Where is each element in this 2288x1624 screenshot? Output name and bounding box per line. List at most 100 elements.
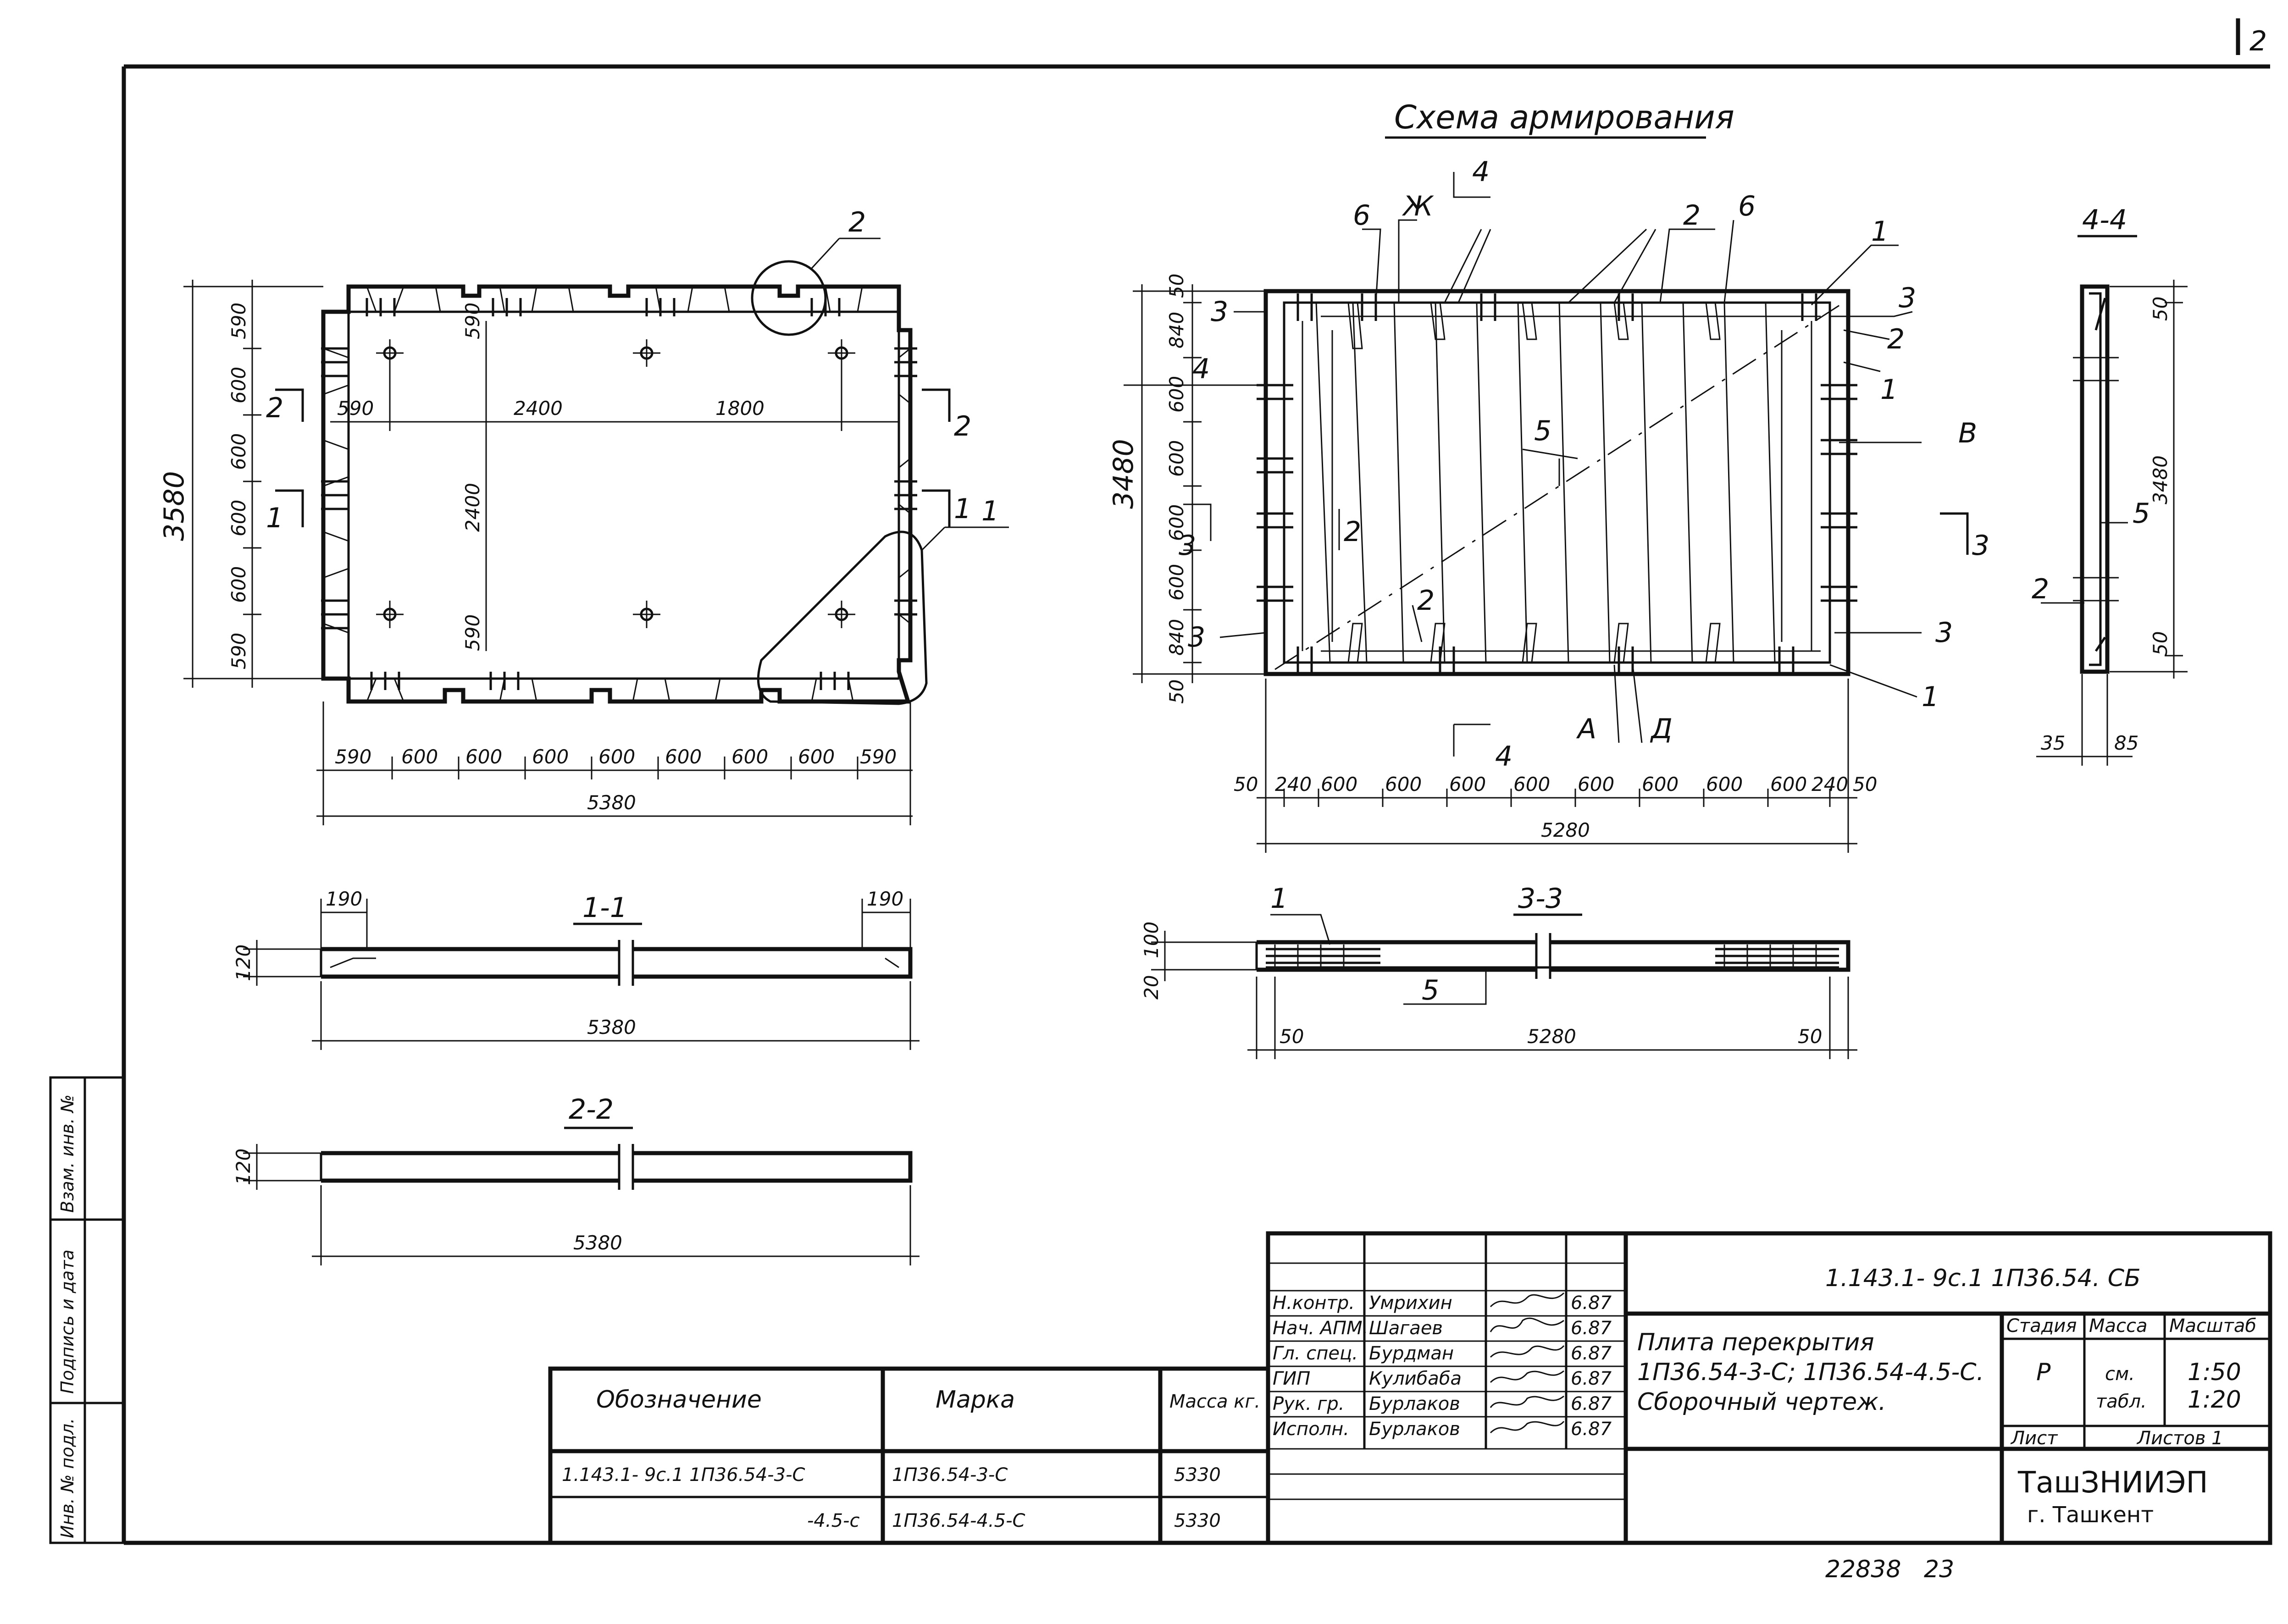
s44-dim-bottom: 50 bbox=[2149, 631, 2172, 656]
title-stage-header: Стадия bbox=[2006, 1315, 2077, 1337]
armature-title: Схема армирования bbox=[1394, 99, 1734, 136]
armature-scheme: Схема армирования 1 2 3 bbox=[1108, 99, 1989, 853]
plan-dim-inner-3: 2400 bbox=[461, 483, 484, 532]
plan-overall-height: 3580 bbox=[158, 471, 190, 541]
plan-seg-3: 600 bbox=[532, 746, 569, 768]
arm-mark-1c: 1 bbox=[1922, 681, 1939, 713]
plan-cut-2-left: 2 bbox=[266, 392, 283, 424]
s44-dim-top: 50 bbox=[2149, 297, 2172, 321]
arm-mark-2c: 2 bbox=[1417, 585, 1435, 617]
arm-mark-zh: Ж bbox=[1402, 190, 1434, 222]
armature-edge-details bbox=[1257, 293, 1857, 674]
arm-seg-4: 600 bbox=[1449, 773, 1486, 795]
spec-header-designation: Обозначение bbox=[596, 1386, 762, 1414]
arm-mark-3b: 3 bbox=[1188, 621, 1205, 653]
title-desc-0: Плита перекрытия bbox=[1637, 1329, 1874, 1356]
plan-seg-6: 600 bbox=[731, 746, 768, 768]
arm-mark-2d: 2 bbox=[1887, 323, 1905, 355]
arm-seg-0: 50 bbox=[1234, 773, 1258, 795]
plan-lseg-0: 590 bbox=[227, 303, 250, 339]
plan-lseg-5: 590 bbox=[227, 633, 250, 669]
sig-name-1: Шагаев bbox=[1369, 1318, 1443, 1339]
arm-mark-3: 3 bbox=[1899, 282, 1916, 314]
stamp-inv-podl: Инв. № подл. bbox=[57, 1418, 78, 1538]
s22-length: 5380 bbox=[573, 1232, 622, 1254]
stamp-signature-date: Подпись и дата bbox=[57, 1249, 78, 1394]
title-mass-header: Масса bbox=[2089, 1315, 2148, 1337]
plan-callout-detail-1: 1 bbox=[981, 495, 999, 527]
title-sheets-label: Листов 1 bbox=[2136, 1428, 2223, 1449]
sig-date-5: 6.87 bbox=[1571, 1419, 1612, 1440]
arm-mark-1b: 1 bbox=[1880, 374, 1898, 406]
sig-role-5: Исполн. bbox=[1273, 1419, 1349, 1440]
title-desc-1: 1П36.54-3-С; 1П36.54-4.5-С. bbox=[1637, 1359, 1984, 1386]
signature-scribbles bbox=[1490, 1292, 1565, 1434]
arm-seg-3: 600 bbox=[1385, 773, 1422, 795]
sig-date-1: 6.87 bbox=[1571, 1318, 1612, 1339]
plan-notches bbox=[323, 286, 911, 702]
arm-cut-4-top: 4 bbox=[1472, 156, 1490, 188]
arm-mark-1: 1 bbox=[1871, 215, 1889, 248]
arm-seg-10: 240 bbox=[1812, 773, 1848, 795]
plan-cut-1-right: 1 bbox=[954, 493, 971, 525]
s33-h2: 20 bbox=[1140, 975, 1163, 1000]
section-4-4: 4-4 50 3480 50 5 2 35 85 bbox=[2032, 204, 2188, 766]
arm-cut-3-right: 3 bbox=[1972, 530, 1989, 562]
title-org: ТашЗНИИЭП bbox=[2017, 1466, 2208, 1500]
section-2-2-title: 2-2 bbox=[569, 1094, 614, 1126]
arm-seg-5: 600 bbox=[1513, 773, 1550, 795]
s33-length: 5280 bbox=[1527, 1025, 1576, 1048]
title-scale-header: Масштаб bbox=[2169, 1315, 2256, 1337]
spec-header-mass: Масса кг. bbox=[1169, 1391, 1260, 1412]
section-1-1: 1-1 190 190 120 5380 bbox=[232, 888, 920, 1050]
arm-seg-2: 600 bbox=[1321, 773, 1357, 795]
section-1-1-title: 1-1 bbox=[582, 892, 627, 924]
armature-leaders: 1 2 3 4 5 6 Ж В А Д 3 4 2 2 bbox=[1124, 156, 1989, 773]
plan-lseg-2: 600 bbox=[227, 433, 250, 470]
plan-seg-7: 600 bbox=[798, 746, 835, 768]
spec-row-1-mass: 5330 bbox=[1174, 1510, 1221, 1531]
title-sheet-label: Лист bbox=[2010, 1428, 2058, 1449]
side-stamp: Инв. № подл. Подпись и дата Взам. инв. № bbox=[49, 1076, 125, 1544]
arm-cut-4-bottom: 4 bbox=[1495, 740, 1512, 773]
armature-bottom-dims: 50 240 600 600 600 600 600 600 600 600 2… bbox=[1234, 679, 1877, 853]
s11-height: 120 bbox=[232, 945, 255, 981]
sig-date-4: 6.87 bbox=[1571, 1393, 1612, 1414]
sig-name-4: Бурлаков bbox=[1369, 1393, 1460, 1414]
sig-role-1: Нач. АПМ. bbox=[1273, 1318, 1368, 1339]
plan-cut-2-right: 2 bbox=[954, 410, 971, 442]
title-mass-value-1: табл. bbox=[2096, 1391, 2147, 1412]
arm-lseg-7: 50 bbox=[1165, 679, 1188, 704]
plan-lifting-holes bbox=[376, 339, 855, 628]
section-2-2: 2-2 120 5380 bbox=[232, 1094, 920, 1265]
armature-bars bbox=[1274, 302, 1844, 670]
section-4-4-title: 4-4 bbox=[2082, 204, 2127, 236]
s33-end-right: 50 bbox=[1798, 1025, 1822, 1048]
plan-bottom-dims: 590 600 600 600 600 600 600 600 590 5380 bbox=[316, 702, 913, 825]
arm-lseg-2: 600 bbox=[1165, 376, 1188, 413]
plan-dim-inner-4: 590 bbox=[461, 303, 484, 339]
s44-w1: 35 bbox=[2041, 732, 2065, 754]
plan-seg-4: 600 bbox=[598, 746, 635, 768]
title-desc-2: Сборочный чертеж. bbox=[1637, 1388, 1886, 1416]
s44-dim-height: 3480 bbox=[2149, 455, 2172, 504]
arm-mark-a: А bbox=[1576, 713, 1596, 745]
arm-mark-5: 5 bbox=[1534, 415, 1551, 447]
title-mass-value-0: см. bbox=[2105, 1364, 2135, 1385]
plan-callout-detail-2: 2 bbox=[848, 206, 866, 238]
plan-dim-inner-2: 1800 bbox=[715, 397, 765, 420]
title-block-code: 1.143.1- 9с.1 1П36.54. СБ bbox=[1825, 1265, 2141, 1292]
plan-seg-1: 600 bbox=[401, 746, 438, 768]
s33-h1: 100 bbox=[1140, 922, 1163, 958]
sig-role-3: ГИП bbox=[1273, 1368, 1310, 1389]
spec-row-1-mark: 1П36.54-4.5-С bbox=[892, 1510, 1025, 1531]
plan-seg-8: 590 bbox=[860, 746, 897, 768]
s11-end-right: 190 bbox=[867, 888, 903, 910]
plan-lseg-1: 600 bbox=[227, 367, 250, 403]
spec-row-0-mark: 1П36.54-3-С bbox=[892, 1464, 1008, 1486]
arm-mark-4: 4 bbox=[1192, 353, 1210, 385]
plan-inner-dims: 590 2400 1800 2400 590 590 bbox=[330, 303, 899, 651]
sig-name-3: Кулибаба bbox=[1369, 1368, 1462, 1389]
sig-role-0: Н.контр. bbox=[1273, 1293, 1355, 1314]
